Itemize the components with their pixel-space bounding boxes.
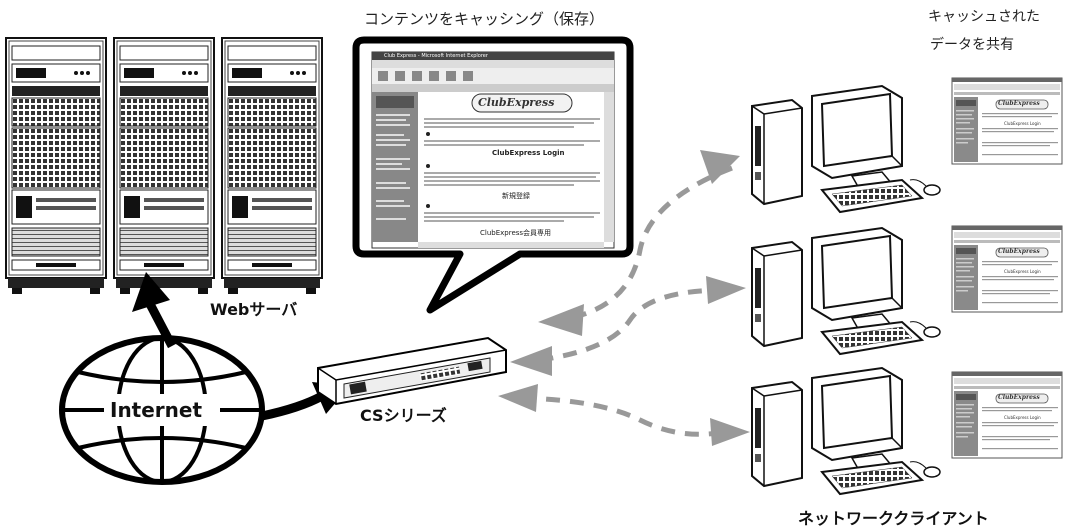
dashed-arrow-client-3 [498,384,750,446]
dashed-arrow-client-1 [538,150,740,336]
webserver-label: Webサーバ [210,300,298,319]
thumbnail-1-login: ClubExpress Login [1004,121,1041,126]
arrow-internet-to-webserver [132,272,176,349]
thumbnail-3-login: ClubExpress Login [1004,415,1041,420]
thumbnail-2-logo: ClubExpress [998,248,1040,255]
thumbnail-3-logo: ClubExpress [998,394,1040,401]
internet-label: Internet [110,398,203,422]
client-pc-3 [751,367,941,495]
browser-login-link: ClubExpress Login [492,149,565,157]
thumbnail-2-login: ClubExpress Login [1004,269,1041,274]
browser-logo: ClubExpress [478,96,555,109]
internet-globe [59,335,265,485]
shared-data-label-line2: データを共有 [930,37,1014,53]
client-pc-1 [751,85,941,213]
client-pc-2 [751,227,941,355]
cs-series-label: CSシリーズ [360,406,447,425]
web-server-rack-3 [221,37,323,295]
network-clients-label: ネットワーククライアント [798,509,989,528]
web-server-rack-1 [5,37,107,295]
web-server-rack-2 [113,37,215,295]
cs-series-server [317,336,507,406]
dashed-arrow-client-2 [510,276,746,376]
browser-window-title: Club Express - Microsoft Internet Explor… [384,53,488,59]
browser-screenshot [371,51,615,249]
thumbnail-1-logo: ClubExpress [998,100,1040,107]
browser-members-only: ClubExpress会員専用 [480,229,552,237]
caching-label: コンテンツをキャッシング（保存） [364,10,605,28]
browser-new-member: 新規登録 [502,192,530,200]
shared-data-label-line1: キャッシュされた [928,9,1040,25]
